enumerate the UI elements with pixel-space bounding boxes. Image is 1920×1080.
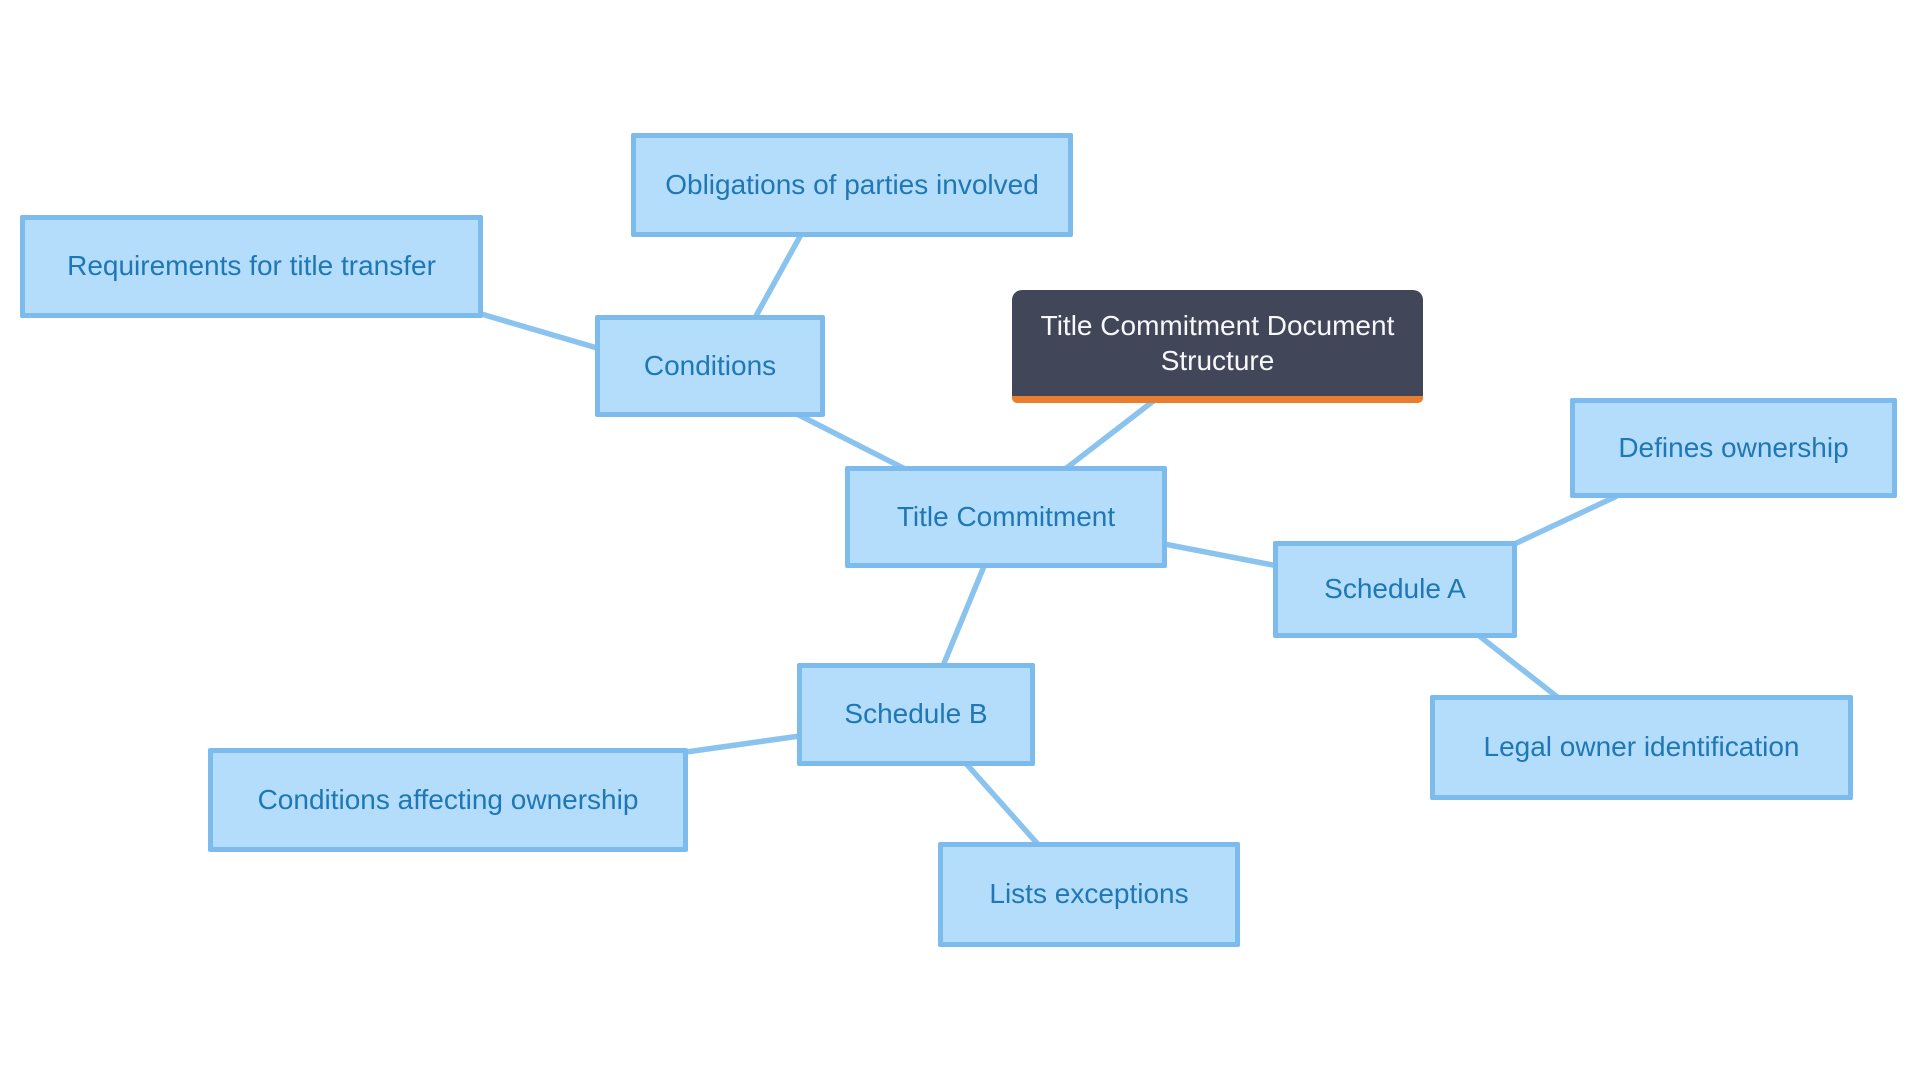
node-lists-exceptions: Lists exceptions	[938, 842, 1240, 947]
root-node-label: Title Commitment Document Structure	[1040, 310, 1395, 376]
edge-title-commitment-schedule-b	[937, 557, 990, 675]
edge-schedule-b-conditions-ownership	[671, 732, 808, 757]
node-label: Obligations of parties involved	[665, 168, 1039, 200]
edge-conditions-requirements	[470, 308, 605, 353]
node-conditions: Conditions	[595, 315, 825, 417]
node-label: Conditions affecting ownership	[257, 783, 639, 815]
edge-root-title-commitment	[1058, 396, 1158, 476]
node-label: Conditions	[643, 349, 777, 381]
node-defines-ownership: Defines ownership	[1570, 398, 1897, 498]
edge-conditions-obligations	[748, 229, 806, 327]
node-label: Schedule A	[1324, 573, 1466, 605]
node-requirements-for-title-transfer: Requirements for title transfer	[20, 215, 483, 318]
edge-schedule-a-legal-owner	[1471, 628, 1567, 706]
node-label: Legal owner identification	[1483, 731, 1800, 763]
node-obligations-of-parties-involved: Obligations of parties involved	[631, 133, 1073, 237]
node-conditions-affecting-ownership: Conditions affecting ownership	[208, 748, 688, 852]
node-title-commitment: Title Commitment	[845, 466, 1167, 568]
node-schedule-b: Schedule B	[797, 663, 1035, 766]
node-schedule-a: Schedule A	[1273, 541, 1517, 638]
edge-title-commitment-schedule-a	[1158, 540, 1284, 570]
node-label: Defines ownership	[1618, 431, 1849, 463]
root-node-title-commitment-document-structure: Title Commitment Document Structure	[1012, 290, 1423, 403]
node-label: Requirements for title transfer	[67, 250, 436, 282]
edge-conditions-title-commitment	[789, 408, 915, 476]
edge-schedule-a-defines-ownership	[1506, 493, 1619, 550]
node-label: Title Commitment	[896, 500, 1116, 532]
node-label: Lists exceptions	[989, 878, 1189, 910]
edge-schedule-b-lists-exceptions	[959, 757, 1046, 852]
node-legal-owner-identification: Legal owner identification	[1430, 695, 1853, 800]
node-label: Schedule B	[844, 698, 988, 730]
